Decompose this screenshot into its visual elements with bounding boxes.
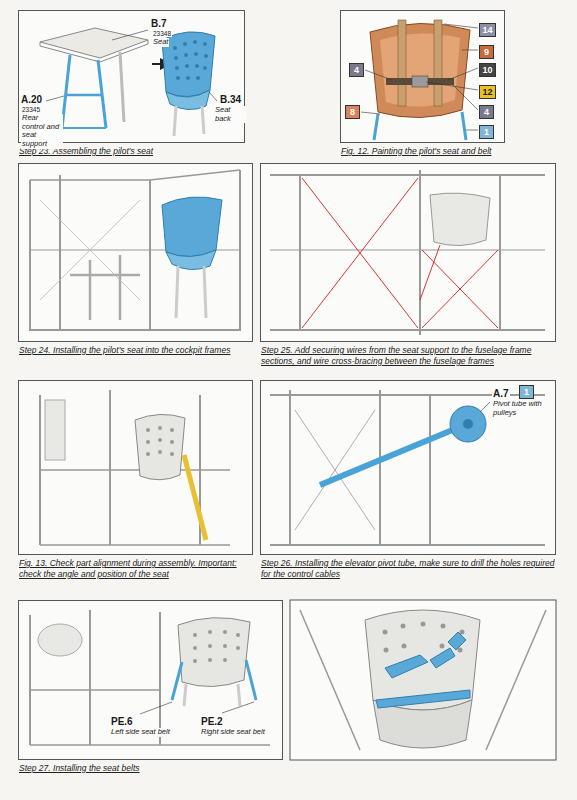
part-number: PE.6 — [110, 716, 134, 728]
step-caption: Step 24. Installing the pilot's seat int… — [19, 345, 259, 356]
callout-number: 1 — [524, 388, 529, 397]
color-callout: 4 — [479, 105, 494, 119]
color-callout: 9 — [479, 45, 494, 59]
color-callout: 1 — [519, 385, 534, 399]
part-description: Pivot tube with pulleys — [492, 400, 554, 417]
callout-number: 1 — [484, 128, 489, 137]
step-panel: Fig. 12. Painting the pilot's seat and b… — [340, 10, 505, 143]
step-caption: Step 27. Installing the seat belts — [19, 763, 284, 774]
color-callout: 8 — [345, 105, 360, 119]
callout-number: 8 — [350, 108, 355, 117]
color-callout: 12 — [479, 85, 496, 99]
part-number: PE.2 — [200, 716, 224, 728]
callout-number: 4 — [484, 108, 489, 117]
step-caption: Step 26. Installing the elevator pivot t… — [261, 558, 557, 579]
part-number: B.7 — [150, 18, 168, 30]
part-description: Rear control and seat support — [21, 114, 63, 149]
step-caption: Fig. 13. Check part alignment during ass… — [19, 558, 254, 579]
color-callout: 10 — [479, 63, 496, 77]
step-panel: Step 24. Installing the pilot's seat int… — [18, 163, 253, 342]
part-number: A.20 — [20, 94, 43, 106]
part-description: 23348 — [152, 30, 172, 37]
color-callout: 4 — [349, 63, 364, 77]
part-description: Seat — [152, 38, 169, 47]
step-panel: Fig. 13. Check part alignment during ass… — [18, 380, 253, 555]
callout-number: 12 — [482, 88, 492, 97]
step-caption: Fig. 12. Painting the pilot's seat and b… — [341, 146, 561, 157]
step-panel: Step 25. Add securing wires from the sea… — [260, 163, 556, 342]
part-description: Right side seat belt — [200, 728, 266, 737]
step-caption: Step 25. Add securing wires from the sea… — [261, 345, 557, 366]
color-callout: 1 — [479, 125, 494, 139]
part-description: Left side seat belt — [110, 728, 171, 737]
color-callout: 14 — [479, 23, 496, 37]
callout-number: 9 — [484, 48, 489, 57]
part-description: 23345 — [21, 106, 41, 113]
part-description: Seat back — [214, 106, 246, 123]
callout-number: 4 — [354, 66, 359, 75]
part-number: A.7 — [492, 388, 510, 400]
callout-number: 10 — [482, 66, 492, 75]
callout-number: 14 — [482, 26, 492, 35]
part-number: B.34 — [219, 94, 242, 106]
